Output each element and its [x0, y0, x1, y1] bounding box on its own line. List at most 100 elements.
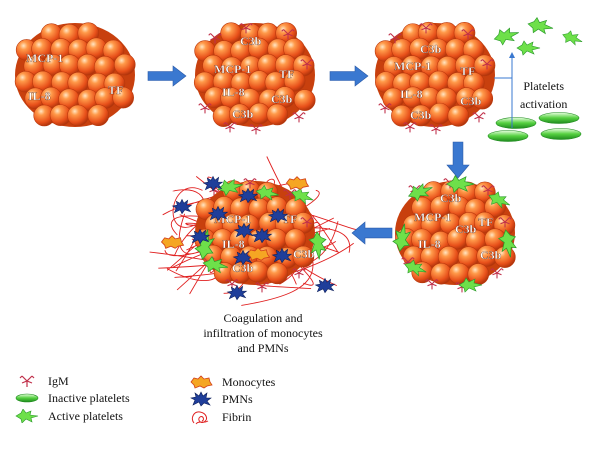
cluster-label: TF: [460, 64, 475, 78]
platelets-label-line2: activation: [520, 97, 568, 111]
bracket-arrowhead: [509, 52, 515, 58]
cluster-label: IL-8: [400, 87, 423, 101]
cluster-label: C3b: [460, 94, 482, 108]
igm-icon: [208, 33, 222, 44]
igm-icon: [225, 279, 239, 290]
active-platelet: [308, 231, 327, 260]
cluster-label: C3b: [455, 222, 477, 236]
process-arrow: [147, 65, 187, 87]
cell: [292, 245, 315, 268]
igm-icon: [419, 23, 433, 34]
cluster-label: IL-8: [222, 85, 245, 99]
legend-igm: IgM: [14, 373, 69, 389]
igm-icon: [425, 279, 439, 290]
platelets-activation-label: Platelets activation: [520, 79, 567, 111]
inactive-platelet: [495, 117, 537, 129]
pmn: [226, 284, 248, 301]
active-platelet: [202, 256, 229, 274]
cluster-label: IL-8: [418, 237, 441, 251]
active-platelet: [497, 229, 517, 258]
cell: [429, 102, 451, 125]
caption-line3: and PMNs: [237, 341, 289, 355]
process-arrow: [446, 141, 470, 179]
cluster-label: C3b: [293, 247, 315, 261]
cluster-label: MCP-1: [26, 51, 63, 65]
igm-icon: [480, 59, 494, 70]
pmn: [251, 227, 273, 244]
active-platelet: [408, 183, 433, 202]
cluster-label: MCP-1: [214, 62, 251, 76]
arrows: [147, 65, 470, 245]
pmn: [267, 207, 289, 224]
igm-icon: [472, 112, 486, 123]
cluster-label: C3b: [232, 261, 254, 275]
igm-icon: [300, 59, 314, 70]
cell: [293, 89, 316, 111]
igm-icon: [498, 217, 512, 228]
igm-icon: [223, 122, 237, 133]
cluster-label: IL-8: [28, 89, 51, 103]
igm-icon: [255, 282, 269, 293]
active-platelet-icon: [15, 409, 39, 423]
active-platelet: [493, 27, 519, 46]
legend-fibrin: Fibrin: [188, 409, 251, 425]
active-platelet: [255, 184, 279, 201]
inactive-platelet: [487, 130, 529, 142]
monocyte: [160, 235, 185, 249]
cluster-label: TF: [108, 83, 123, 97]
active-platelet: [217, 178, 244, 197]
cell: [447, 104, 470, 127]
inactive-platelet: [540, 128, 582, 140]
cluster-label: C3b: [410, 108, 432, 122]
cluster-label: C3b: [420, 42, 442, 56]
igm-icon: [292, 268, 306, 279]
cell: [112, 86, 134, 109]
monocyte: [246, 247, 271, 261]
cluster-label: C3b: [240, 34, 262, 48]
pmn: [207, 205, 229, 222]
cell: [283, 70, 306, 92]
decorations: [160, 17, 583, 301]
coagulation-caption: Coagulation and infiltration of monocyte…: [163, 311, 363, 356]
cell: [266, 262, 289, 285]
cluster-label: IL-8: [222, 237, 245, 251]
inactive-platelet-icon: [15, 393, 39, 403]
process-arrow: [351, 221, 393, 245]
igm-icon: [249, 124, 263, 135]
cell: [87, 104, 110, 127]
igm-icon: [19, 375, 35, 387]
legend-active-platelets-label: Active platelets: [48, 408, 123, 423]
legend-active-platelets: Active platelets: [14, 408, 123, 424]
legend-pmns-label: PMNs: [222, 391, 253, 406]
pmn: [189, 228, 211, 245]
cell: [266, 103, 289, 126]
pmn: [233, 222, 255, 239]
cluster-label: TF: [279, 67, 294, 81]
platelets-label-line1: Platelets: [523, 79, 564, 93]
active-platelet: [488, 191, 511, 209]
legend-pmns: PMNs: [188, 391, 253, 407]
legend-inactive-platelets: Inactive platelets: [14, 390, 130, 406]
platelet-bracket: [494, 56, 513, 128]
igm-icon: [281, 29, 295, 40]
igm-icon: [243, 178, 257, 189]
igm-icon: [300, 217, 314, 228]
legend-inactive-platelets-label: Inactive platelets: [48, 390, 130, 405]
active-platelet: [392, 223, 412, 252]
cluster-label: TF: [478, 215, 493, 229]
monocyte-icon: [190, 375, 213, 389]
pmn: [271, 247, 293, 264]
cluster-label: MCP-1: [394, 59, 431, 73]
inactive-platelet: [538, 112, 580, 124]
igm-icon: [292, 112, 306, 123]
igm-icon: [283, 189, 297, 200]
pmn: [202, 175, 224, 192]
caption-line2: infiltration of monocytes: [203, 326, 323, 340]
caption-line1: Coagulation and: [223, 311, 303, 325]
active-platelet: [562, 30, 583, 46]
